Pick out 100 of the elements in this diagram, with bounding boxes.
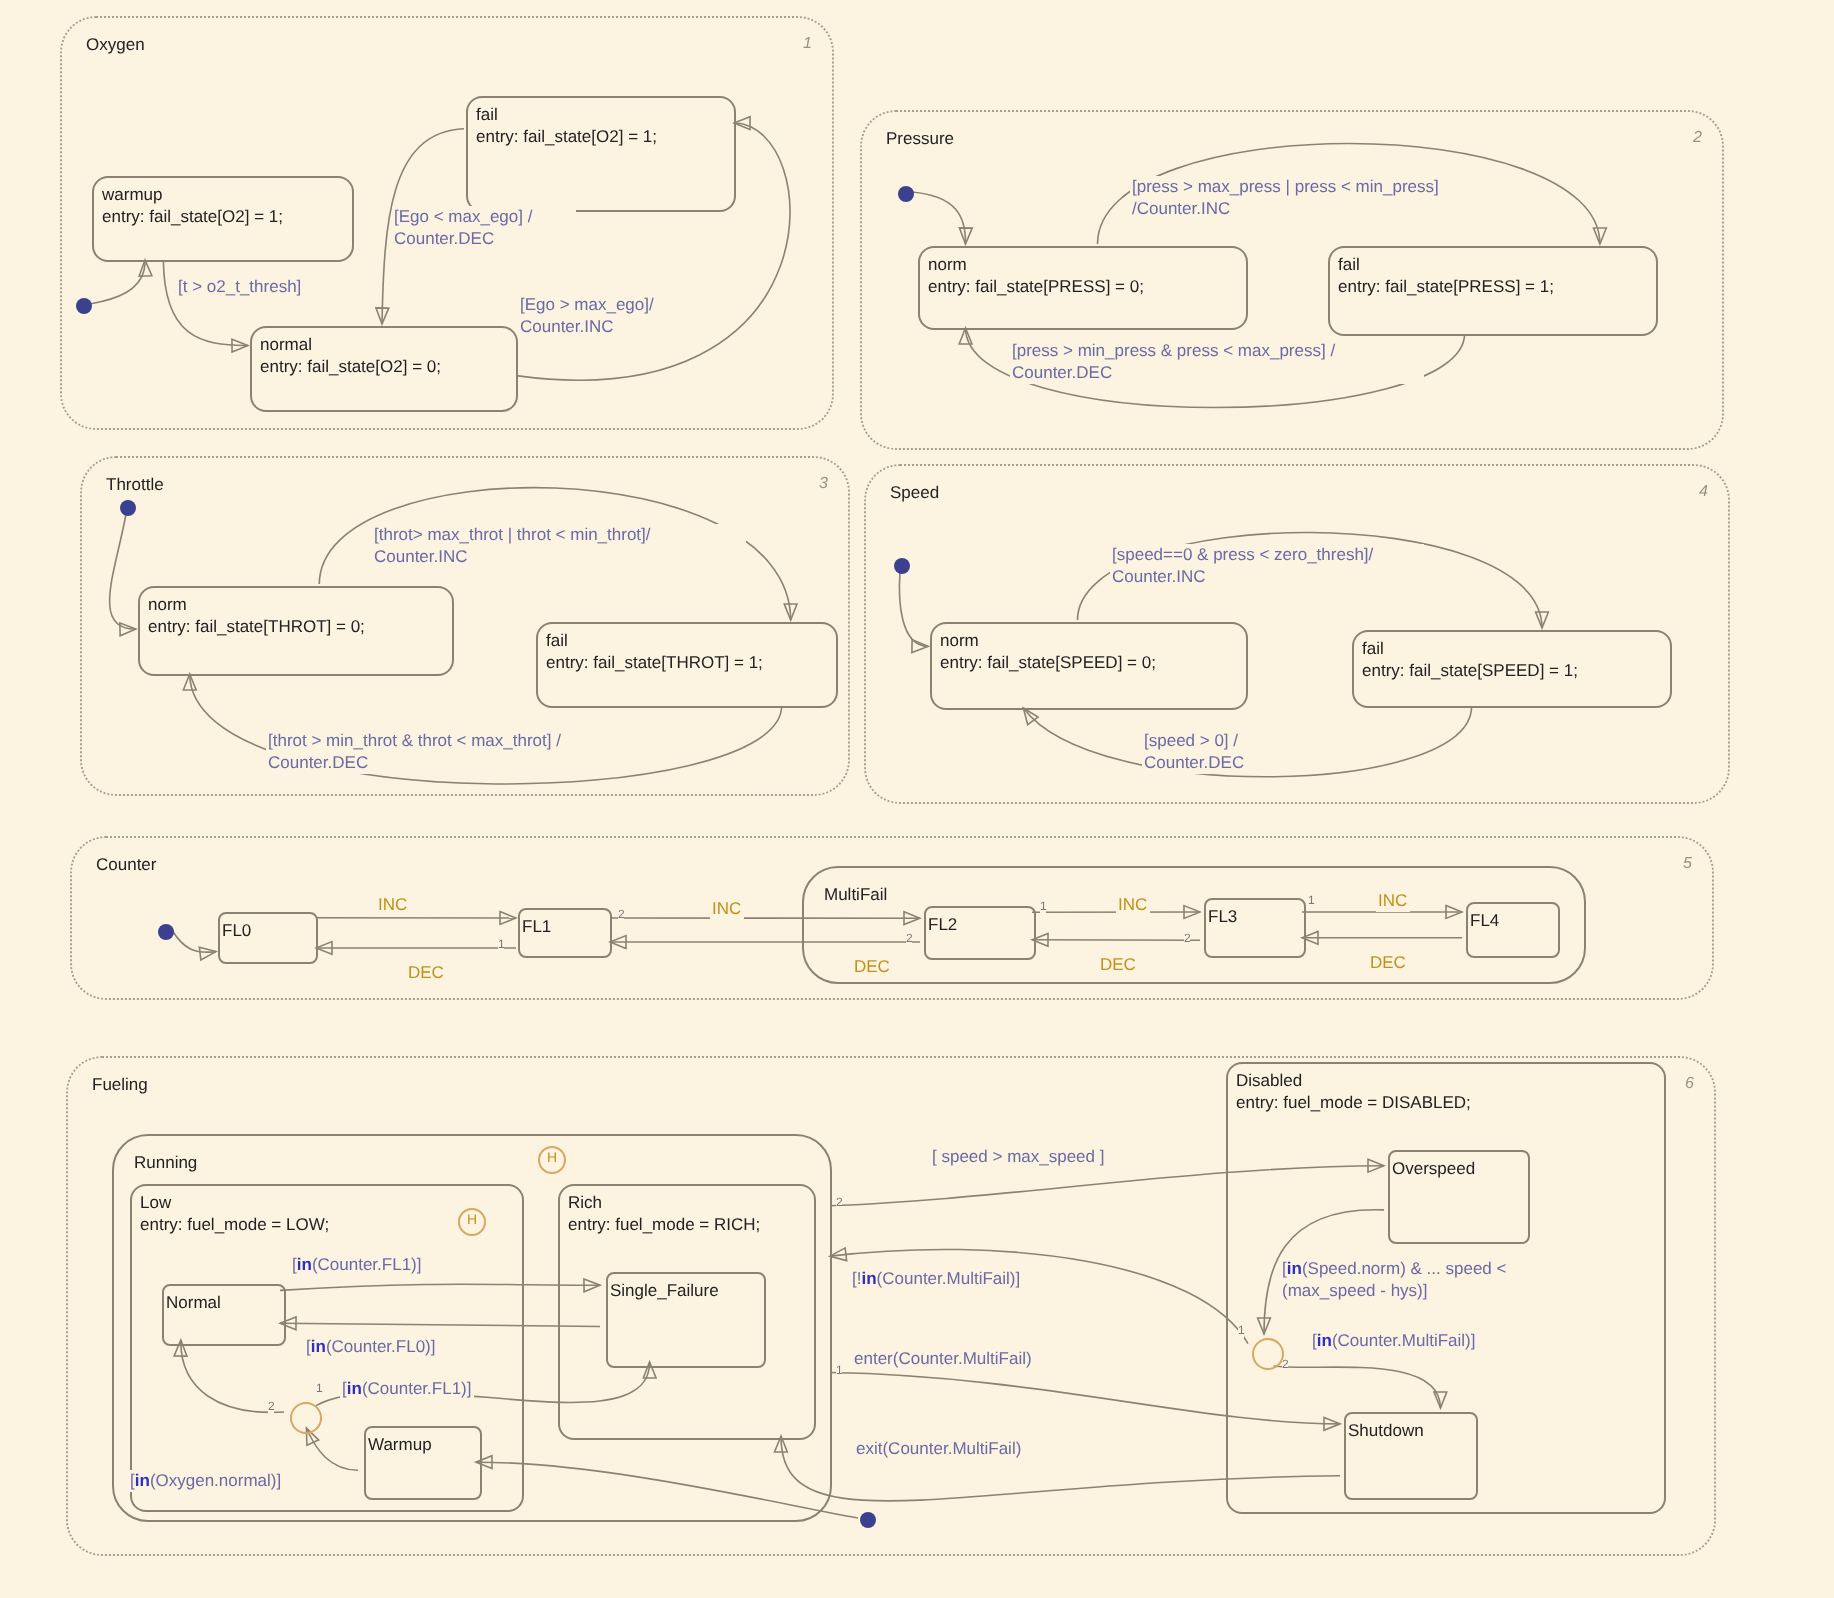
transition-arrow bbox=[162, 259, 249, 353]
default-transition-dot bbox=[860, 1512, 876, 1528]
state-name: FL2 bbox=[928, 914, 958, 937]
entry-action: entry: fail_state[PRESS] = 1; bbox=[1338, 276, 1554, 299]
state-name: norm bbox=[148, 594, 187, 617]
state-box bbox=[1204, 898, 1306, 958]
default-transition-dot bbox=[158, 924, 174, 940]
state-name: FL1 bbox=[522, 916, 552, 939]
transition-arrow bbox=[829, 1371, 1341, 1431]
state-name: FL3 bbox=[1208, 906, 1238, 929]
state-box bbox=[918, 246, 1248, 330]
state-name: Warmup bbox=[368, 1434, 432, 1457]
entry-action: entry: fail_state[O2] = 1; bbox=[102, 206, 283, 229]
state-box bbox=[1388, 1150, 1530, 1244]
state-name: Disabled bbox=[1236, 1070, 1303, 1093]
entry-action: entry: fuel_mode = LOW; bbox=[140, 1214, 330, 1237]
state-box bbox=[1226, 1062, 1666, 1514]
chart-number: 3 bbox=[819, 474, 828, 495]
state-name: fail bbox=[1362, 638, 1384, 661]
transition-arrow bbox=[1031, 904, 1201, 920]
state-name: Running bbox=[134, 1152, 198, 1175]
state-name: Fueling bbox=[92, 1074, 148, 1097]
state-box bbox=[364, 1426, 482, 1500]
transition-arrow bbox=[829, 1247, 1249, 1345]
state-name: FL4 bbox=[1470, 910, 1500, 933]
default-transition-dot bbox=[898, 186, 914, 202]
transition-arrow bbox=[171, 929, 217, 961]
transition-arrow bbox=[1031, 932, 1201, 948]
state-name: Overspeed bbox=[1392, 1158, 1476, 1181]
transition-label: INC bbox=[376, 894, 410, 917]
transition-arrow bbox=[776, 1435, 1341, 1502]
transition-label: [in(Counter.FL0)] bbox=[304, 1336, 438, 1359]
state-box bbox=[518, 908, 612, 958]
transition-label: [throt> max_throt | throt < min_throt]/ Counter.INC bbox=[372, 524, 746, 569]
transition-arrow bbox=[475, 1455, 859, 1519]
entry-action: entry: fail_state[O2] = 0; bbox=[260, 356, 441, 379]
transition-label: DEC bbox=[852, 956, 892, 979]
state-name: fail bbox=[1338, 254, 1360, 277]
transition-arrow bbox=[1301, 930, 1463, 945]
transition-arrow bbox=[375, 128, 465, 325]
transition-label: [in(Oxygen.normal)] bbox=[128, 1470, 284, 1493]
state-name: Shutdown bbox=[1348, 1420, 1424, 1443]
chart-number: 5 bbox=[1683, 854, 1692, 875]
state-name: fail bbox=[546, 630, 568, 653]
state-box bbox=[1352, 630, 1672, 708]
transition-arrow bbox=[911, 191, 973, 245]
transition-label: [in(Counter.FL1)] bbox=[340, 1378, 474, 1401]
transition-arrow bbox=[1257, 1209, 1385, 1335]
transition-arrow bbox=[315, 910, 517, 926]
default-transition-dot bbox=[76, 298, 92, 314]
junction-circle bbox=[290, 1402, 322, 1434]
transition-label: [in(Counter.MultiFail)] bbox=[1310, 1330, 1478, 1353]
transition-label: [press > min_press & press < max_press] / Counter.DEC bbox=[1010, 340, 1424, 385]
transition-arrow bbox=[1301, 904, 1463, 920]
entry-action: entry: fail_state[O2] = 1; bbox=[476, 126, 657, 149]
state-box bbox=[924, 906, 1036, 960]
entry-action: entry: fuel_mode = DISABLED; bbox=[1236, 1092, 1471, 1115]
transition-arrow bbox=[1272, 1365, 1445, 1409]
transition-label: exit(Counter.MultiFail) bbox=[854, 1438, 1024, 1461]
transition-arrow bbox=[318, 487, 794, 621]
chart-number: 2 bbox=[1693, 128, 1702, 149]
entry-action: entry: fail_state[SPEED] = 1; bbox=[1362, 660, 1578, 683]
state-name: norm bbox=[928, 254, 967, 277]
state-name: Single_Failure bbox=[610, 1280, 719, 1303]
transition-arrow bbox=[829, 1158, 1385, 1207]
transition-label: DEC bbox=[1368, 952, 1408, 975]
transition-arrow bbox=[1022, 705, 1473, 778]
state-name: FL0 bbox=[222, 920, 252, 943]
transition-arrow bbox=[964, 327, 1466, 409]
state-name: Rich bbox=[568, 1192, 603, 1215]
state-name: normal bbox=[260, 334, 312, 357]
transition-arrow bbox=[279, 1316, 601, 1331]
transition-arrow bbox=[898, 571, 929, 652]
entry-action: entry: fail_state[PRESS] = 0; bbox=[928, 276, 1144, 299]
state-box bbox=[138, 586, 454, 676]
entry-action: entry: fuel_mode = RICH; bbox=[568, 1214, 761, 1237]
state-name: fail bbox=[476, 104, 498, 127]
transition-label: [t > o2_t_thresh] bbox=[176, 276, 304, 299]
state-box bbox=[250, 326, 518, 412]
transition-label: [speed==0 & press < zero_thresh]/ Counter.INC bbox=[1110, 544, 1424, 589]
state-box bbox=[1328, 246, 1658, 336]
entry-action: entry: fail_state[THROT] = 1; bbox=[546, 652, 763, 675]
state-box bbox=[1344, 1412, 1478, 1500]
state-box bbox=[92, 176, 354, 262]
transition-arrow bbox=[89, 259, 152, 305]
transition-arrow bbox=[315, 940, 517, 956]
transition-label: INC bbox=[1376, 890, 1410, 913]
transition-label: [!in(Counter.MultiFail)] bbox=[850, 1268, 1023, 1291]
state-name: Throttle bbox=[106, 474, 164, 497]
state-name: warmup bbox=[102, 184, 163, 207]
state-box bbox=[606, 1272, 766, 1368]
state-name: Normal bbox=[166, 1292, 221, 1315]
state-box bbox=[162, 1284, 286, 1346]
transition-label: enter(Counter.MultiFail) bbox=[852, 1348, 1034, 1371]
chart-number: 6 bbox=[1685, 1074, 1694, 1095]
state-name: Oxygen bbox=[86, 34, 145, 57]
entry-action: entry: fail_state[SPEED] = 0; bbox=[940, 652, 1156, 675]
entry-action: entry: fail_state[THROT] = 0; bbox=[148, 616, 365, 639]
chart-number: 4 bbox=[1699, 482, 1708, 503]
state-name: Counter bbox=[96, 854, 157, 877]
